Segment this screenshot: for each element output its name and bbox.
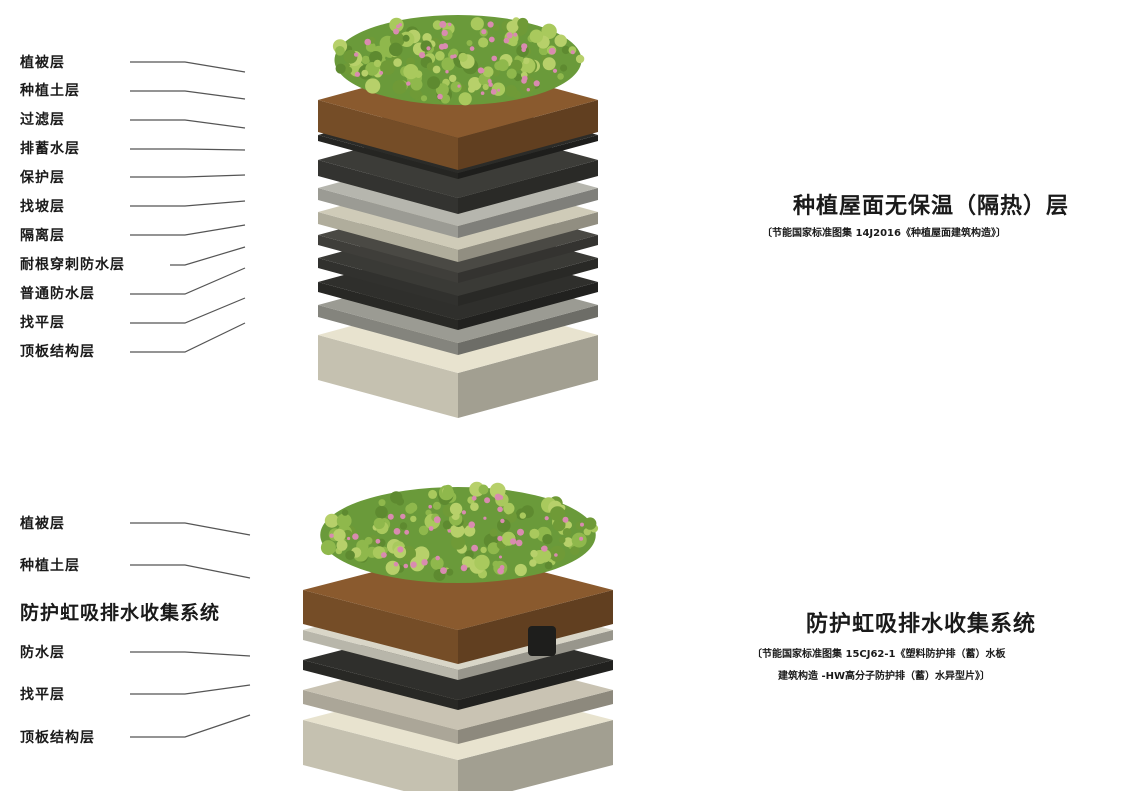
vegetation-1 [332,15,585,106]
leader-line [130,90,246,100]
label-leveling-layer-2: 找平层 [20,687,65,703]
leader-line [170,246,246,266]
siphon-outlet [528,626,556,656]
label-root-resistant-waterproof-layer: 耐根穿刺防水层 [20,257,125,273]
label-roof-structure-layer-2: 顶板结构层 [20,730,95,746]
label-planting-soil-layer-2: 种植土层 [20,558,80,574]
leader-line [130,224,246,236]
vegetation-2 [320,481,599,583]
leader-line [130,522,251,536]
label-ordinary-waterproof-layer: 普通防水层 [20,286,95,302]
leader-line [130,684,251,695]
leader-line [130,651,251,657]
label-roof-structure-layer: 顶板结构层 [20,344,95,360]
leader-line [130,714,251,738]
label-vegetation-layer-2: 植被层 [20,516,65,532]
label-isolation-layer: 隔离层 [20,228,65,244]
leader-line [130,200,246,207]
section1-subtitle: 〔节能国家标准图集 14J2016《种植屋面建筑构造》〕 [762,228,1006,239]
label-leveling-layer: 找平层 [20,315,65,331]
leader-line [130,564,251,579]
label-siphon-drainage-system: 防护虹吸排水收集系统 [20,602,221,624]
label-slope-layer: 找坡层 [20,199,65,215]
leader-line [130,61,246,73]
section2-title: 防护虹吸排水收集系统 [806,612,1037,637]
label-drainage-storage-layer: 排蓄水层 [20,141,80,157]
section1-title: 种植屋面无保温（隔热）层 [793,194,1070,219]
leader-line [130,297,246,324]
label-waterproof-layer-2: 防水层 [20,645,65,661]
leader-line [130,174,246,178]
section2-subtitle-line1: 〔节能国家标准图集 15CJ62-1《塑料防护排（蓄）水板 [752,649,1006,660]
label-filter-layer: 过滤层 [20,112,65,128]
leader-line [130,267,246,295]
leader-line [130,322,246,353]
leader-line [130,119,246,129]
section2-subtitle-line2: 建筑构造 -HW高分子防护排（蓄）水异型片》〕 [778,671,991,682]
label-vegetation-layer: 植被层 [20,55,65,71]
leader-line [130,148,246,151]
label-protection-layer: 保护层 [20,170,65,186]
label-planting-soil-layer: 种植土层 [20,83,80,99]
